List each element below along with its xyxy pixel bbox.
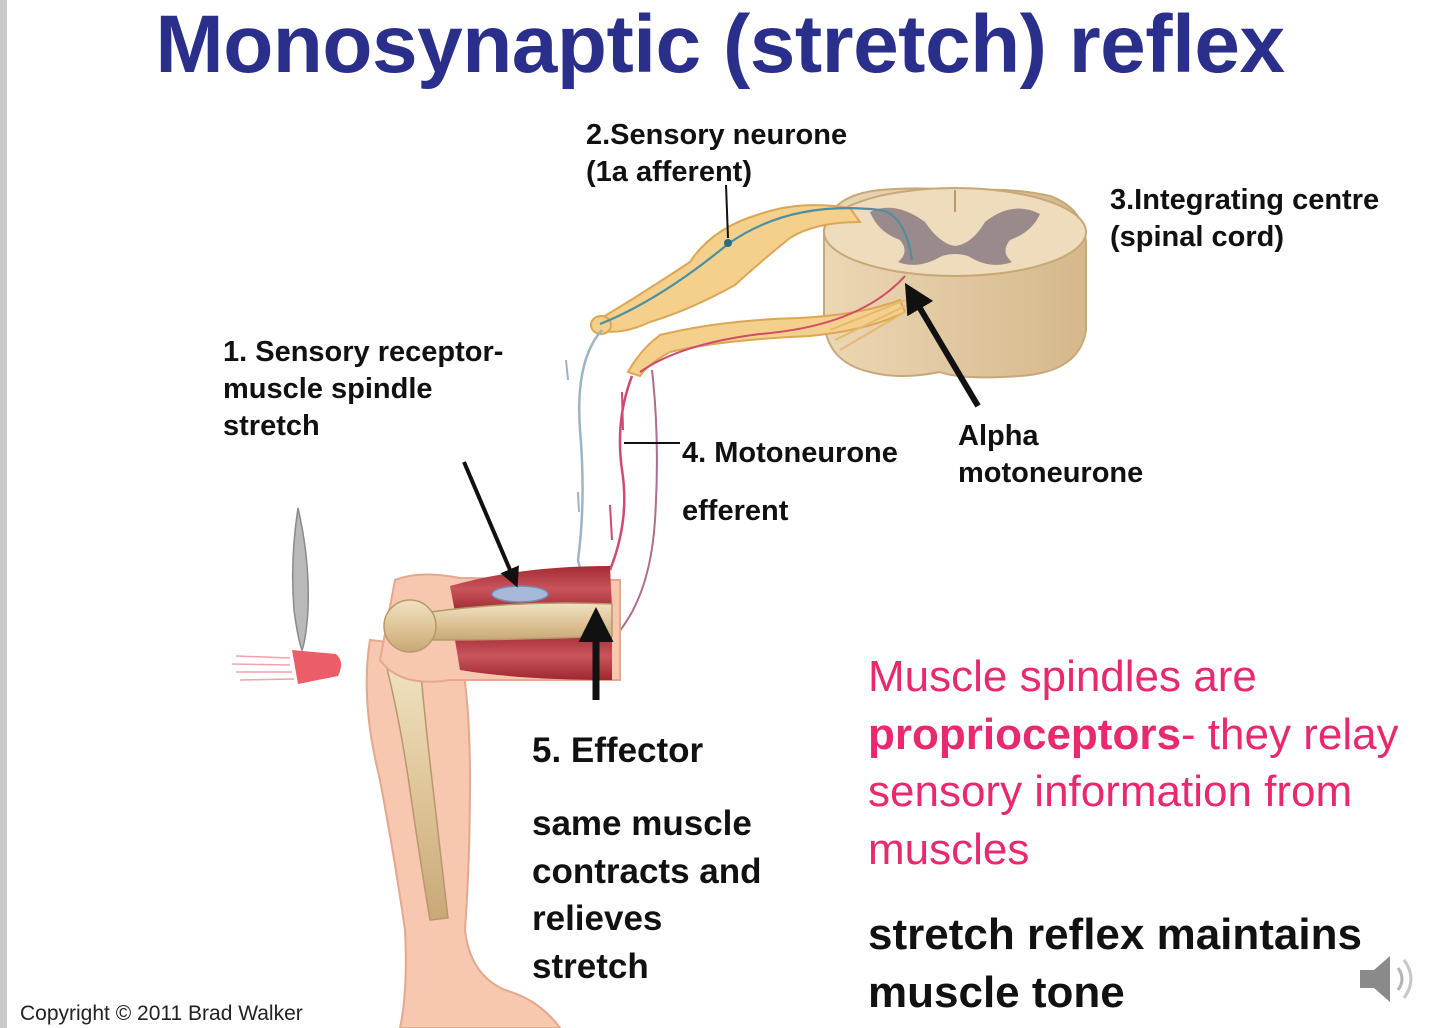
note-bold-term: proprioceptors	[868, 710, 1181, 759]
label-line: (spinal cord)	[1110, 219, 1379, 256]
afferent-fibre	[578, 330, 602, 590]
label-line: stretch	[223, 408, 503, 445]
label-sensory-neurone: 2.Sensory neurone (1a afferent)	[586, 117, 847, 191]
note-muscle-tone: stretch reflex maintains muscle tone	[868, 906, 1428, 1021]
label-line: 1. Sensory receptor-	[223, 334, 503, 371]
spinal-cord	[824, 188, 1086, 377]
label-integrating-centre: 3.Integrating centre (spinal cord)	[1110, 182, 1379, 256]
label-line: Alpha	[958, 418, 1143, 455]
muscle-spindle	[492, 586, 548, 602]
label-line: relieves	[532, 895, 762, 943]
note-text: Muscle spindles are	[868, 652, 1257, 701]
label-line: motoneurone	[958, 455, 1143, 492]
label-effector-text: same muscle contracts and relieves stret…	[532, 800, 762, 990]
label-line: (1a afferent)	[586, 154, 847, 191]
reflex-hammer-icon	[232, 508, 341, 684]
label-effector-heading: 5. Effector	[532, 727, 703, 775]
label-motoneurone: 4. Motoneurone efferent	[682, 424, 898, 540]
efferent-fibre	[610, 376, 632, 570]
label-line: efferent	[682, 482, 898, 540]
label-line: 4. Motoneurone	[682, 424, 898, 482]
note-muscle-spindles: Muscle spindles are proprioceptors- they…	[868, 648, 1428, 879]
label-line: 2.Sensory neurone	[586, 117, 847, 154]
label-line: contracts and	[532, 848, 762, 896]
label-line: same muscle	[532, 800, 762, 848]
label-line: muscle spindle	[223, 371, 503, 408]
label-sensory-receptor: 1. Sensory receptor- muscle spindle stre…	[223, 334, 503, 445]
label-line: stretch	[532, 943, 762, 991]
label-alpha-motoneurone: Alpha motoneurone	[958, 418, 1143, 492]
copyright-notice: Copyright © 2011 Brad Walker	[20, 1002, 303, 1026]
label-line: 3.Integrating centre	[1110, 182, 1379, 219]
afferent-direction-ticks	[566, 360, 579, 512]
